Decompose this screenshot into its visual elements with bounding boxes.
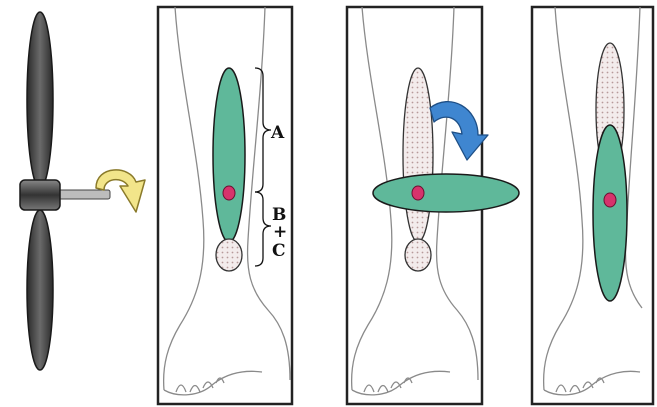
label-plus: + — [273, 222, 287, 242]
green-ellipse — [593, 125, 627, 301]
red-dot — [412, 186, 424, 200]
propeller-blade-bottom — [27, 210, 53, 370]
propeller-icon — [20, 12, 110, 370]
green-ellipse — [213, 68, 245, 242]
dotted-ellipse — [216, 239, 242, 271]
label-a: A — [270, 123, 285, 143]
panel-1: A B + C — [158, 7, 292, 404]
dotted-ellipse — [405, 239, 431, 271]
propeller-blade-top — [27, 12, 53, 188]
panel-2 — [347, 7, 519, 404]
red-dot — [223, 186, 235, 200]
panel-3 — [532, 7, 653, 404]
dotted-ellipse — [403, 68, 433, 242]
red-dot — [604, 193, 616, 207]
propeller-hub — [20, 180, 60, 210]
label-c: C — [272, 241, 286, 261]
green-ellipse — [373, 174, 519, 212]
